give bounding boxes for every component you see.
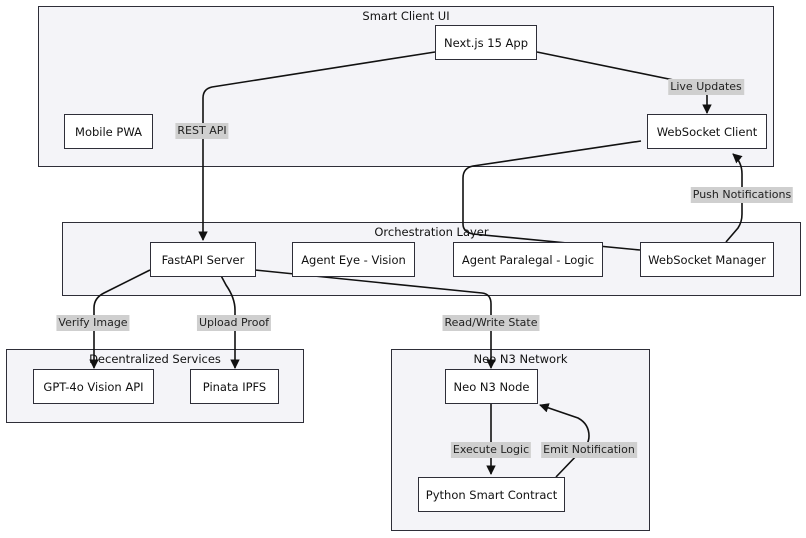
group-title-client: Smart Client UI [362, 9, 450, 23]
group-title-orchestration: Orchestration Layer [374, 225, 489, 239]
edge-label-live-updates: Live Updates [668, 79, 744, 95]
node-gpt4o-vision-api: GPT-4o Vision API [33, 369, 154, 404]
node-websocket-client: WebSocket Client [647, 114, 767, 149]
node-pinata-ipfs: Pinata IPFS [190, 369, 279, 404]
node-python-smart-contract: Python Smart Contract [418, 477, 565, 512]
node-agent-paralegal-logic: Agent Paralegal - Logic [453, 242, 603, 277]
node-agent-eye-vision: Agent Eye - Vision [292, 242, 415, 277]
node-mobile-pwa: Mobile PWA [64, 114, 153, 149]
edge-label-emit-notification: Emit Notification [541, 442, 637, 458]
group-title-decentralized: Decentralized Services [89, 352, 221, 366]
edge-label-verify-image: Verify Image [56, 315, 130, 331]
node-neo-n3-node: Neo N3 Node [445, 369, 538, 404]
edge-label-execute-logic: Execute Logic [450, 442, 532, 458]
edge-label-push-notifications: Push Notifications [690, 187, 794, 203]
edge-label-read-write-state: Read/Write State [442, 315, 540, 331]
edge-label-rest-api: REST API [175, 123, 229, 139]
group-title-neo: Neo N3 Network [473, 352, 568, 366]
node-websocket-manager: WebSocket Manager [640, 242, 774, 277]
edge-label-upload-proof: Upload Proof [196, 315, 272, 331]
node-fastapi-server: FastAPI Server [150, 242, 256, 277]
node-nextjs-app: Next.js 15 App [435, 25, 537, 60]
